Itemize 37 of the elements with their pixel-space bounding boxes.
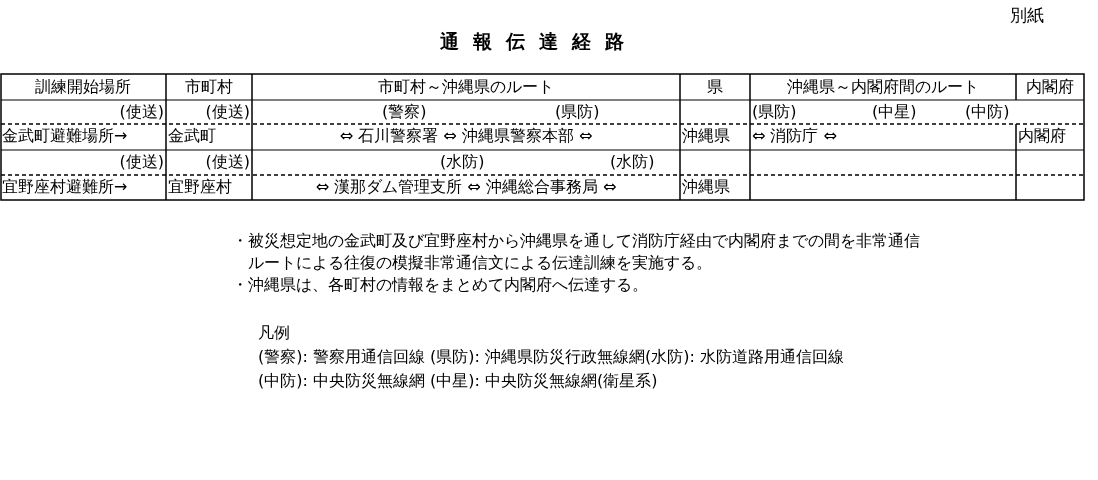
legend-entry: (県防): 沖縄県防災行政無線網 (430, 346, 645, 368)
table-cell-text: ⇔ 漢那ダム管理支所 ⇔ 沖縄総合事務局 ⇔ (314, 176, 618, 198)
table-cell: 内閣府 (1018, 125, 1066, 147)
column-header: 県 (706, 76, 724, 98)
column-header: 市町村～沖縄県のルート (377, 76, 555, 98)
table-cell: ⇔ 消防庁 ⇔ (752, 125, 837, 147)
note-text: ・被災想定地の金武町及び宜野座村から沖縄県を通して消防庁経由で内閣府までの間を非常通信ルートによる往復の模擬非常通信文による伝達訓練を実施する。 (232, 230, 921, 274)
route-type: (使送) (204, 101, 250, 123)
column-header: 内閣府 (1025, 76, 1075, 98)
legend-entry: (中防): 中央防災無線網 (258, 370, 425, 392)
note-text: ・沖縄県は、各町村の情報をまとめて内閣府へ伝達する。 (232, 274, 648, 296)
route-type: (県防) (752, 101, 797, 123)
route-type: (水防) (440, 151, 485, 173)
legend-heading: 凡例 (258, 322, 290, 344)
page-note: 別紙 (1010, 4, 1044, 26)
table-cell: 沖縄県 (682, 125, 730, 147)
route-type: (水防) (610, 151, 655, 173)
table-cell: 金武町 (168, 125, 216, 147)
table-cell: 宜野座村 (168, 176, 232, 198)
table-cell: 沖縄県 (682, 176, 730, 198)
route-type: (使送) (118, 151, 164, 173)
route-type: (中星) (872, 101, 917, 123)
title: 通報伝達経路 (440, 30, 638, 52)
route-type: (県防) (555, 101, 600, 123)
route-type: (警察) (382, 101, 427, 123)
column-header: 訓練開始場所 (34, 76, 132, 98)
column-header: 沖縄県～内閣府間のルート (786, 76, 980, 98)
legend-entry: (警察): 警察用通信回線 (258, 346, 425, 368)
table-cell: 金武町避難場所→ (2, 125, 128, 147)
legend-entry: (中星): 中央防災無線網(衛星系) (430, 370, 658, 392)
legend-entry: (水防): 水防道路用通信回線 (645, 346, 844, 368)
route-type: (使送) (118, 101, 164, 123)
table-cell-text: ⇔ 石川警察署 ⇔ 沖縄県警察本部 ⇔ (338, 125, 594, 147)
route-type: (中防) (965, 101, 1010, 123)
table-cell: 宜野座村避難所→ (2, 176, 128, 198)
column-header: 市町村 (184, 76, 234, 98)
route-type: (使送) (204, 151, 250, 173)
